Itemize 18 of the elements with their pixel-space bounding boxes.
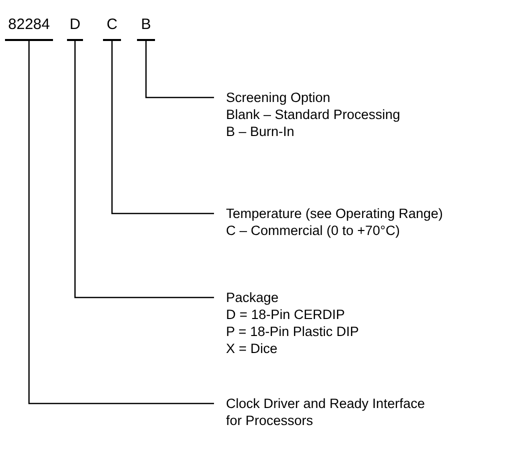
leader-line bbox=[111, 41, 214, 214]
option-value: B – Burn-In bbox=[226, 123, 296, 140]
option-value: Blank – Standard Processing bbox=[226, 106, 402, 123]
option-value: X = Dice bbox=[226, 340, 278, 357]
part-code: 82284 bbox=[5, 10, 53, 41]
part-code: D bbox=[67, 10, 83, 41]
part-code: B bbox=[137, 10, 155, 41]
leader-line bbox=[74, 41, 214, 298]
leader-line bbox=[28, 41, 214, 404]
option-heading: Package bbox=[226, 289, 280, 306]
option-heading: Clock Driver and Ready Interface for Processors bbox=[226, 395, 426, 429]
leader-line bbox=[145, 41, 214, 98]
option-value: P = 18-Pin Plastic DIP bbox=[226, 323, 360, 340]
option-heading: Screening Option bbox=[226, 89, 332, 106]
option-value: D = 18-Pin CERDIP bbox=[226, 306, 346, 323]
option-value: C – Commercial (0 to +70°C) bbox=[226, 222, 401, 239]
option-heading: Temperature (see Operating Range) bbox=[226, 205, 444, 222]
part-code: C bbox=[103, 10, 121, 41]
